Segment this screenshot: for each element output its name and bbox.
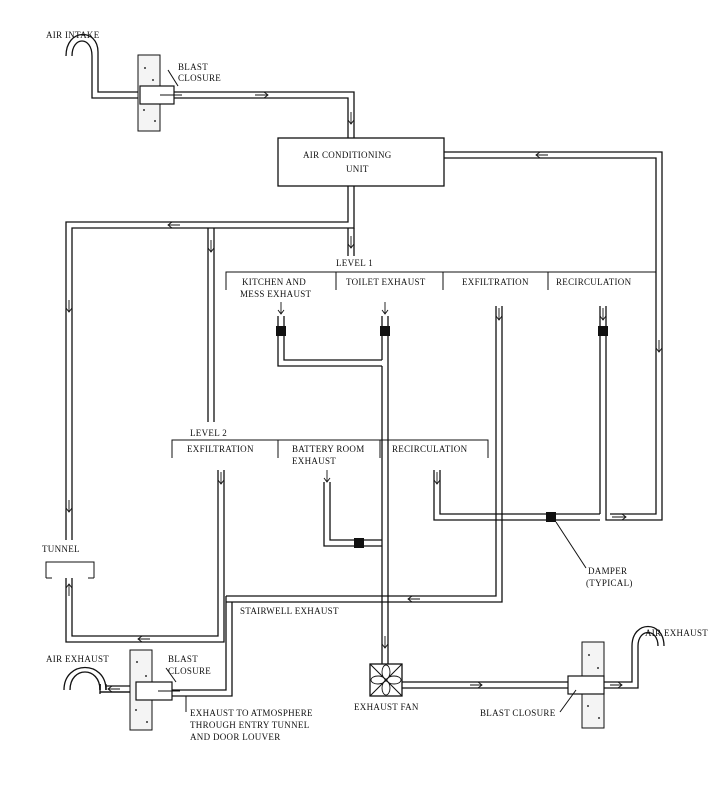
exhaust-atmosphere-label-2: THROUGH ENTRY TUNNEL [190,720,310,730]
l2-exfiltration-duct [65,470,225,643]
l2-recirculation-label: RECIRCULATION [392,444,468,454]
blast-closure-top-label-2: CLOSURE [178,73,221,83]
supply-duct-level2 [207,228,215,422]
air-intake [65,33,160,99]
damper-kitchen [276,326,286,336]
stairwell-exhaust-label: STAIRWELL EXHAUST [240,606,339,616]
l2-exfiltration-label: EXFILTRATION [187,444,254,454]
l2-recirculation-duct [433,470,600,521]
air-exhaust-right-label: AIR EXHAUST [645,628,708,638]
blast-closure-right [567,641,605,729]
tunnel-box [45,561,95,579]
level2-panel [171,439,489,458]
l2-battery-label-1: BATTERY ROOM [292,444,365,454]
exhaust-atmosphere-label-3: AND DOOR LOUVER [190,732,281,742]
l1-exfiltration-duct [226,306,503,603]
air-conditioning-unit [277,137,445,187]
blast-closure-left [129,649,180,731]
blast-closure-top-label-1: BLAST [178,62,208,72]
intake-duct [174,91,355,138]
ac-unit-label-2: UNIT [346,164,369,174]
stairwell-to-left-closure [180,596,233,697]
l1-recirculation-label: RECIRCULATION [556,277,632,287]
l1-kitchen-label-1: KITCHEN AND [242,277,306,287]
exhaust-atmosphere-label-1: EXHAUST TO ATMOSPHERE [190,708,313,718]
damper-label-1: DAMPER [588,566,627,576]
damper-label-2: (TYPICAL) [586,578,633,588]
l2-battery-label-2: EXHAUST [292,456,336,466]
exhaust-fan-label: EXHAUST FAN [354,702,419,712]
air-exhaust-left [63,667,138,693]
return-duct-right [444,151,663,521]
battery-exhaust-duct [323,482,382,547]
air-intake-label: AIR INTAKE [46,30,100,40]
supply-duct-main [65,186,355,540]
l1-kitchen-label-2: MESS EXHAUST [240,289,312,299]
damper-recirculation-1 [598,326,608,336]
blast-closure-left-label-2: CLOSURE [168,666,211,676]
damper-toilet [380,326,390,336]
toilet-exhaust-duct [381,316,389,620]
kitchen-exhaust-duct [277,316,382,367]
l1-recirculation-duct [599,306,610,521]
blast-closure-top [137,54,182,132]
air-exhaust-right [604,625,665,689]
supply-duct-level1 [347,228,355,256]
l1-toilet-label: TOILET EXHAUST [346,277,426,287]
fan-to-right-duct [381,620,572,689]
damper-recirculation-2 [546,512,556,522]
level1-label: LEVEL 1 [336,258,373,268]
damper-battery [354,538,364,548]
level1-panel [225,271,657,290]
l1-exfiltration-label: EXFILTRATION [462,277,529,287]
exhaust-fan [369,663,403,697]
level2-label: LEVEL 2 [190,428,227,438]
tunnel-label: TUNNEL [42,544,80,554]
air-exhaust-left-label: AIR EXHAUST [46,654,109,664]
blast-closure-left-label-1: BLAST [168,654,198,664]
ac-unit-label-1: AIR CONDITIONING [303,150,392,160]
blast-closure-right-label: BLAST CLOSURE [480,708,556,718]
